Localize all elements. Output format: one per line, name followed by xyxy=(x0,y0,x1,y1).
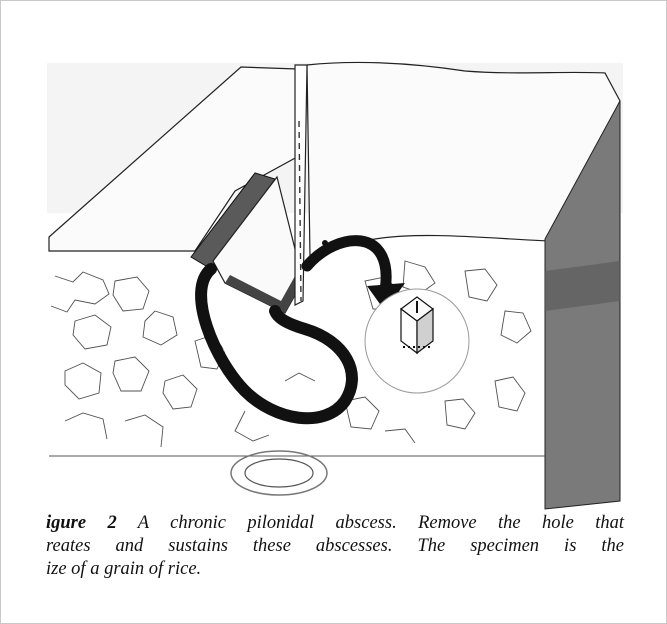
figure-caption: igure 2 A chronic pilonidal abscess. Rem… xyxy=(46,512,624,581)
debris-dot xyxy=(313,257,318,262)
pilonidal-abscess-illustration xyxy=(45,61,625,511)
debris-dot xyxy=(322,240,328,246)
caption-line-1: igure 2 A chronic pilonidal abscess. Rem… xyxy=(46,512,624,535)
caption-line-3: ize of a grain of rice. xyxy=(46,558,624,581)
removal-arrow xyxy=(307,241,386,291)
caption-line-1-text: A chronic pilonidal abscess. Remove the … xyxy=(138,513,624,533)
caption-line-2: reates and sustains these abscesses. The… xyxy=(46,535,624,558)
actual-size-inner xyxy=(245,459,313,487)
figure-label: igure 2 xyxy=(46,513,117,533)
